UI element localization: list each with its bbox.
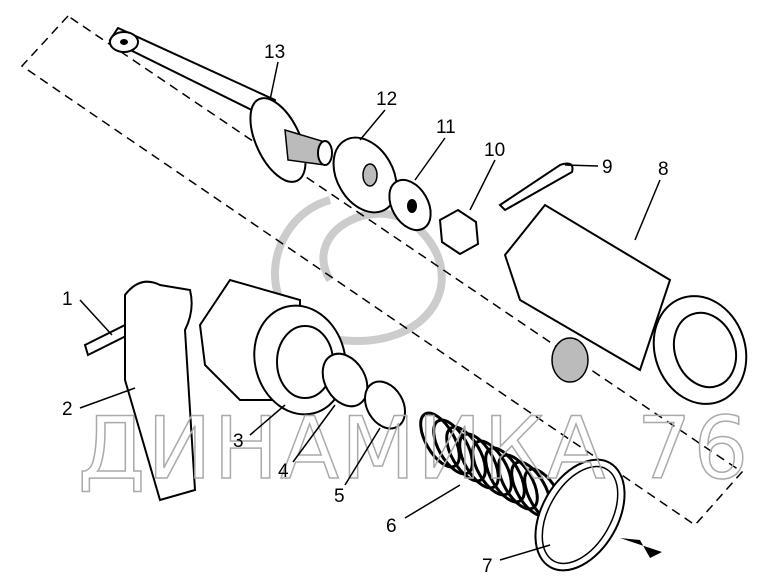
label-8: 8 [658, 159, 669, 180]
spring-coil [445, 425, 487, 483]
part-2-lever [124, 280, 197, 502]
part-12-washer [332, 136, 398, 214]
label-11: 11 [436, 117, 456, 138]
label-5: 5 [334, 486, 345, 507]
label-4: 4 [278, 461, 289, 482]
part-8-housing [503, 203, 748, 405]
spring-coil [471, 439, 513, 497]
part-11-washer [388, 178, 432, 232]
part-5-ring [364, 380, 406, 430]
watermark-logo [271, 196, 446, 345]
assembly-outline [20, 15, 744, 526]
label-2: 2 [62, 399, 73, 420]
spring-coil [497, 453, 539, 511]
spring-coil [484, 446, 526, 504]
spring-coil [419, 411, 461, 469]
label-6: 6 [386, 516, 397, 537]
leader-lines [79, 61, 661, 561]
spring-coil [432, 418, 474, 476]
label-7: 7 [482, 556, 493, 577]
label-13: 13 [264, 42, 285, 63]
direction-arrow [620, 538, 662, 558]
label-10: 10 [484, 140, 505, 161]
spring-coil [458, 432, 500, 490]
label-9: 9 [602, 157, 613, 178]
watermark-text: ДИНАМИКА 76 [78, 399, 750, 499]
label-3: 3 [233, 431, 244, 452]
part-7-o-ring [534, 458, 626, 572]
label-12: 12 [376, 89, 397, 110]
part-4-ring [321, 352, 369, 408]
part-9-cotter-pin [498, 162, 574, 212]
part-13-pin [108, 26, 333, 183]
part-10-castle-nut [438, 208, 480, 256]
label-1: 1 [62, 289, 73, 310]
part-3-fitting [198, 278, 347, 416]
